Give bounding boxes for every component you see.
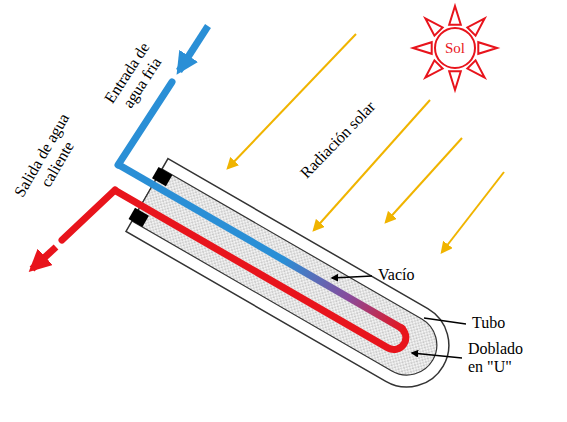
- inlet-label: Entrada de agua fria: [96, 32, 174, 124]
- sun-label: Sol: [435, 40, 475, 57]
- sun-ray: [478, 42, 497, 54]
- leader-line: [412, 353, 462, 358]
- sun-ray: [413, 42, 432, 54]
- tube-label: Tubo: [472, 314, 505, 332]
- sun-ray: [449, 6, 461, 25]
- hot-pipe-outlet: [62, 190, 115, 240]
- hot-pipe: [115, 170, 410, 354]
- inlet-arrow: [179, 26, 208, 71]
- outlet-arrow: [32, 247, 56, 269]
- sun-ray: [425, 60, 442, 77]
- radiation-label: Radiación solar: [297, 98, 380, 183]
- vacuum-label: Vacío: [378, 266, 414, 284]
- u-bend-label: Doblado en "U": [468, 340, 532, 377]
- sun-rays: [413, 6, 497, 90]
- sun-ray: [467, 18, 484, 35]
- leader-line: [424, 318, 466, 324]
- sun-disc: [435, 28, 475, 68]
- ray: [442, 172, 504, 252]
- vacuum-tube: [91, 139, 464, 403]
- outlet-label: Salida de agua caliente: [11, 110, 90, 210]
- sun-ray: [425, 18, 442, 35]
- cold-pipe: [118, 165, 283, 261]
- sun-circle: Sol: [435, 28, 475, 68]
- ray: [314, 100, 430, 230]
- sun-ray: [449, 71, 461, 90]
- ray: [386, 138, 462, 222]
- sun-ray: [467, 60, 484, 77]
- leader-line: [332, 276, 372, 278]
